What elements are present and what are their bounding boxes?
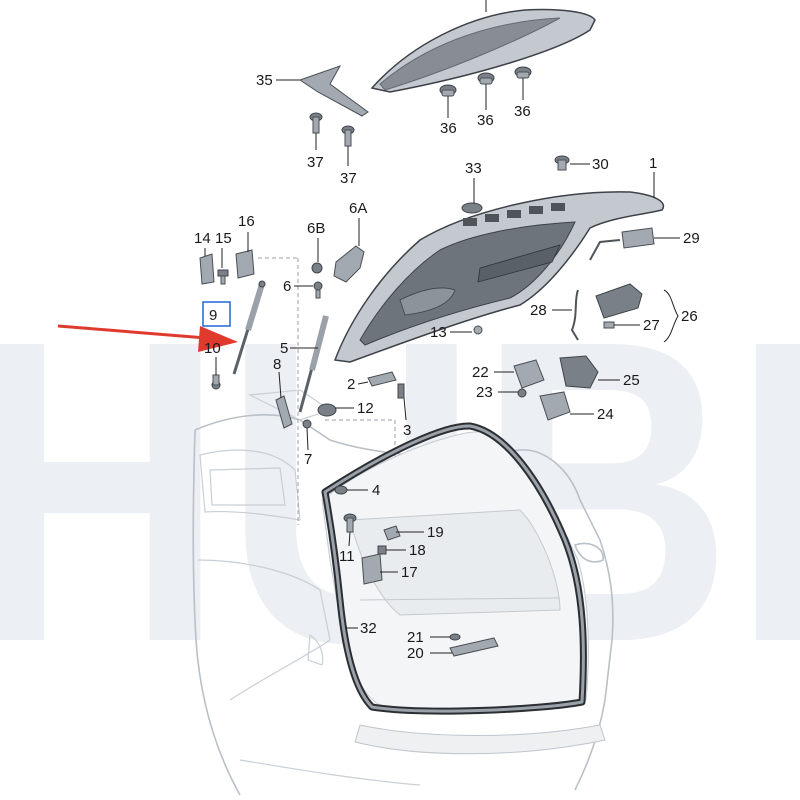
callout-27: 27 — [643, 317, 660, 334]
callout-16: 16 — [238, 213, 255, 230]
callout-36: 36 — [477, 112, 494, 129]
callout-36: 36 — [440, 120, 457, 137]
callout-13: 13 — [430, 324, 447, 341]
callout-15: 15 — [215, 230, 232, 247]
part-2-bracket — [367, 371, 397, 387]
callout-3: 3 — [403, 422, 411, 439]
part-12-buffer — [317, 403, 337, 417]
callout-19: 19 — [427, 524, 444, 541]
part-37-screws — [309, 112, 355, 147]
part-6-ballstud — [313, 281, 323, 299]
callout-22: 22 — [472, 364, 489, 381]
part-25-latch — [559, 355, 599, 389]
callout-17: 17 — [401, 564, 418, 581]
part-20-striker — [449, 637, 499, 657]
part-29-cable — [589, 227, 655, 261]
callout-35: 35 — [256, 72, 273, 89]
callout-14: 14 — [194, 230, 211, 247]
part-23-screw — [517, 388, 527, 398]
callout-32: 32 — [360, 620, 377, 637]
part-10-ballstud — [211, 374, 221, 390]
part-15-bolt — [217, 269, 229, 285]
callout-18: 18 — [409, 542, 426, 559]
callout-25: 25 — [623, 372, 640, 389]
callout-33: 33 — [465, 160, 482, 177]
part-28-rod — [570, 289, 579, 341]
part-6B-nut — [311, 262, 323, 274]
callout-6A: 6A — [349, 200, 367, 217]
callout-6: 6 — [283, 278, 291, 295]
part-17-striker — [361, 553, 383, 585]
callout-6B: 6B — [307, 220, 325, 237]
part-35-trim — [298, 65, 369, 117]
part-19-clip — [383, 525, 401, 541]
tailgate — [333, 191, 665, 363]
part-24-cover — [539, 391, 571, 421]
leader-lines — [204, 78, 680, 654]
part-22-lock — [513, 359, 545, 389]
callout-29: 29 — [683, 230, 700, 247]
part-30-screw — [554, 155, 570, 171]
callout-4: 4 — [372, 482, 380, 499]
callout-10: 10 — [204, 340, 221, 357]
callout-2: 2 — [347, 376, 355, 393]
part-21-nut — [449, 633, 461, 641]
part-6A-hinge — [333, 245, 365, 283]
callout-5: 5 — [280, 340, 288, 357]
callout-26: 26 — [681, 308, 698, 325]
callout-20: 20 — [407, 645, 424, 662]
callout-7: 7 — [304, 451, 312, 468]
callout-23: 23 — [476, 384, 493, 401]
part-16-plate — [235, 249, 255, 279]
callout-36: 36 — [514, 103, 531, 120]
rear-spoiler — [370, 0, 596, 93]
callout-11: 11 — [339, 548, 355, 565]
part-18-screw — [377, 545, 387, 555]
callout-8: 8 — [273, 356, 281, 373]
callout-28: 28 — [530, 302, 547, 319]
part-27-pin — [603, 321, 615, 329]
callout-9: 9 — [209, 307, 217, 324]
callout-30: 30 — [592, 156, 609, 173]
tailgate-opening — [321, 422, 606, 755]
callout-37: 37 — [307, 154, 324, 171]
part-14-bracket — [199, 253, 215, 285]
part-33-cap — [461, 202, 483, 214]
part-9-gas-strut — [232, 280, 266, 375]
highlight-arrow — [57, 324, 238, 352]
callout-labels: 35 36 36 36 37 37 33 30 1 16 14 15 6B 6A… — [194, 72, 700, 662]
callout-1: 1 — [649, 155, 657, 172]
callout-21: 21 — [407, 629, 424, 646]
callout-24: 24 — [597, 406, 614, 423]
part-4-buffer — [334, 485, 348, 495]
callout-37: 37 — [340, 170, 357, 187]
part-5-gas-strut — [298, 315, 329, 413]
part-26-actuator — [595, 283, 643, 319]
highlight-box — [202, 301, 231, 327]
part-7-screw — [302, 419, 312, 429]
callout-12: 12 — [357, 400, 374, 417]
part-3-screw — [397, 383, 405, 399]
